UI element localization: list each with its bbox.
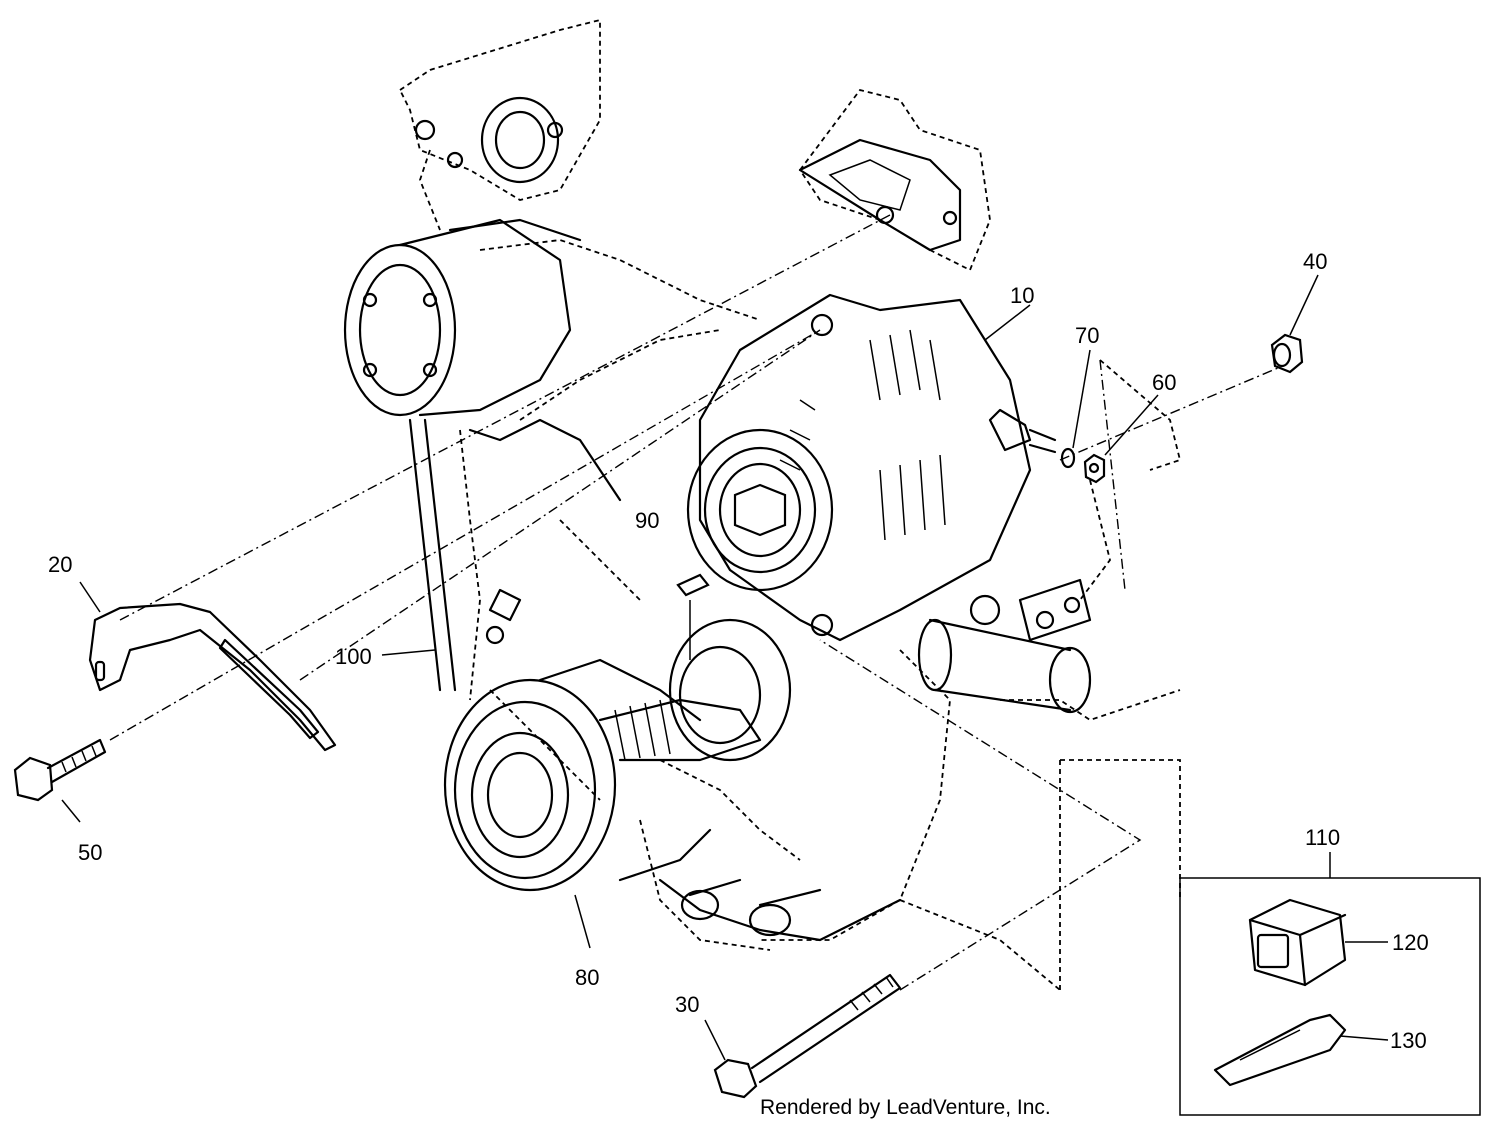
assembly-centerlines [109,214,1286,991]
callout-60: 60 [1152,370,1176,395]
render-credit: Rendered by LeadVenture, Inc. [760,1096,1051,1119]
engine-block-outline [343,18,1182,991]
callout-50: 50 [78,840,102,865]
callout-100: 100 [335,644,372,669]
callout-90: 90 [635,508,659,533]
callout-10: 10 [1010,283,1034,308]
callout-120: 120 [1392,930,1429,955]
callout-labels: 10 20 30 40 50 60 70 80 90 100 110 120 1… [48,249,1429,1053]
callout-30: 30 [675,992,699,1017]
connector-kit-box-110 [1179,877,1481,1116]
callout-40: 40 [1303,249,1327,274]
callout-20: 20 [48,552,72,577]
v-belt-part-100 [408,418,712,882]
nut-part-40 [1270,333,1304,374]
bolt-part-30 [713,973,902,1099]
callout-130: 130 [1390,1028,1427,1053]
crank-pulley-part-80 [443,618,792,892]
key-part-90 [676,573,710,660]
alternator-part-10 [686,293,1057,642]
callout-70: 70 [1075,323,1099,348]
callout-80: 80 [575,965,599,990]
adjusting-bracket-part-20 [88,602,337,752]
nut-part-60 [1083,453,1106,484]
washer-part-70 [1060,447,1076,469]
bolt-part-50 [13,738,107,802]
callout-110: 110 [1305,825,1340,850]
callout-leaders [61,274,1389,1061]
